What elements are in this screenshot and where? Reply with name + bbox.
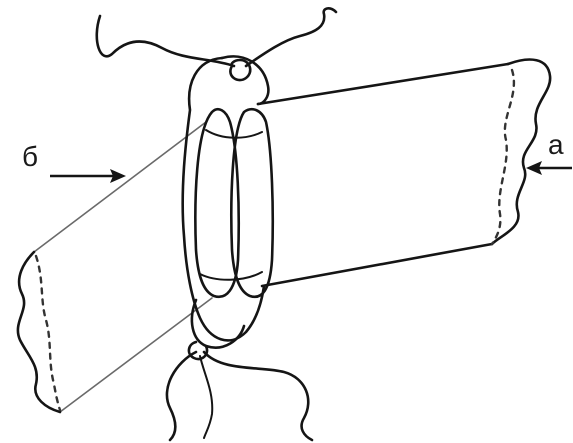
label-a-group: a <box>526 129 572 175</box>
suture-threads <box>97 8 336 440</box>
label-b-group: б <box>22 141 126 183</box>
vessel-segment-b <box>18 122 212 412</box>
vessel-cuff-ring <box>183 56 273 347</box>
label-a: a <box>548 129 564 160</box>
vessel-segment-a <box>258 60 550 286</box>
label-b: б <box>22 141 38 172</box>
